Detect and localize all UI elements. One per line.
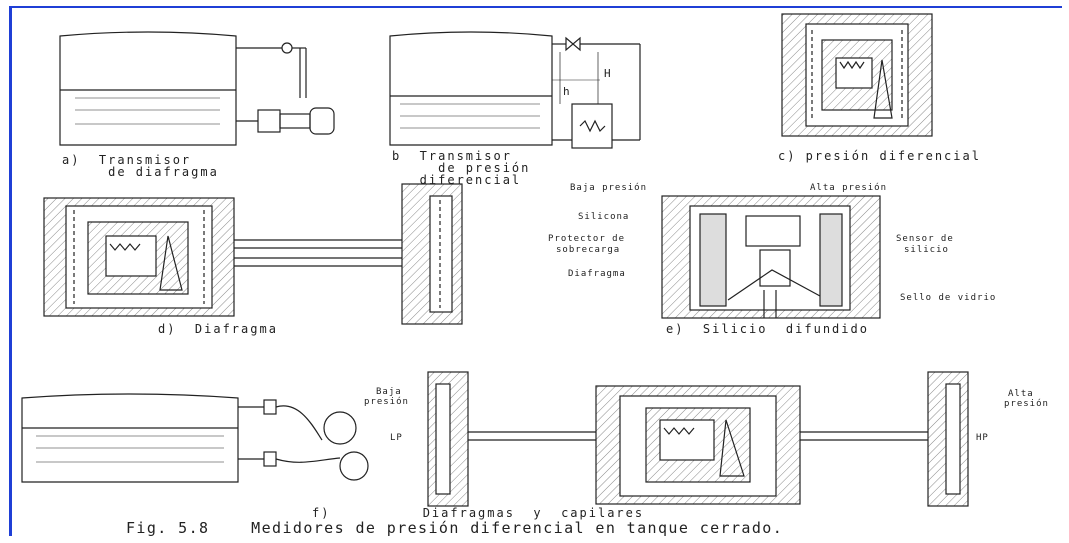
label-e-sensor-2: silicio xyxy=(904,245,949,255)
label-f-alta-1: Alta xyxy=(1008,389,1034,399)
label-e-sensor-1: Sensor de xyxy=(896,234,954,244)
label-H: H xyxy=(604,67,612,80)
label-f-lp: LP xyxy=(390,433,403,443)
label-e-alta-presion: Alta presión xyxy=(810,183,888,193)
label-e-protector-1: Protector de xyxy=(548,234,626,244)
dp-cell-f xyxy=(427,371,969,507)
caption-b-line2: de presión xyxy=(392,161,531,175)
label-e-sello: Sello de vidrio xyxy=(900,293,997,303)
caption-d: d) Diafragma xyxy=(158,322,278,336)
caption-b-line3: diferencial xyxy=(392,173,522,187)
label-e-diafragma: Diafragma xyxy=(568,269,626,279)
caption-c: c) presión diferencial xyxy=(778,149,981,163)
figure-caption: Fig. 5.8 Medidores de presión diferencia… xyxy=(126,519,784,537)
dp-cell-c xyxy=(781,13,933,137)
label-e-silicona: Silicona xyxy=(578,212,630,222)
label-f-baja-1: Baja xyxy=(376,387,402,397)
diaphragm-d xyxy=(43,183,463,325)
label-e-protector-2: sobrecarga xyxy=(556,245,621,255)
caption-b-line1: b Transmisor xyxy=(392,149,512,163)
caption-a-line1: a) Transmisor xyxy=(62,153,192,167)
label-e-baja-presion: Baja presión xyxy=(570,183,648,193)
caption-e: e) Silicio difundido xyxy=(666,322,869,336)
silicon-e xyxy=(661,195,881,319)
label-h: h xyxy=(563,85,571,98)
label-f-alta-2: presión xyxy=(1004,399,1049,409)
tank-b xyxy=(389,31,641,149)
label-f-hp: HP xyxy=(976,433,989,443)
caption-f: f) Diafragmas y capilares xyxy=(312,506,645,520)
tank-f xyxy=(21,393,369,483)
page-frame xyxy=(9,6,1062,536)
label-f-baja-2: presión xyxy=(364,397,409,407)
tank-a xyxy=(59,31,335,146)
caption-a-line2: de diafragma xyxy=(62,165,219,179)
